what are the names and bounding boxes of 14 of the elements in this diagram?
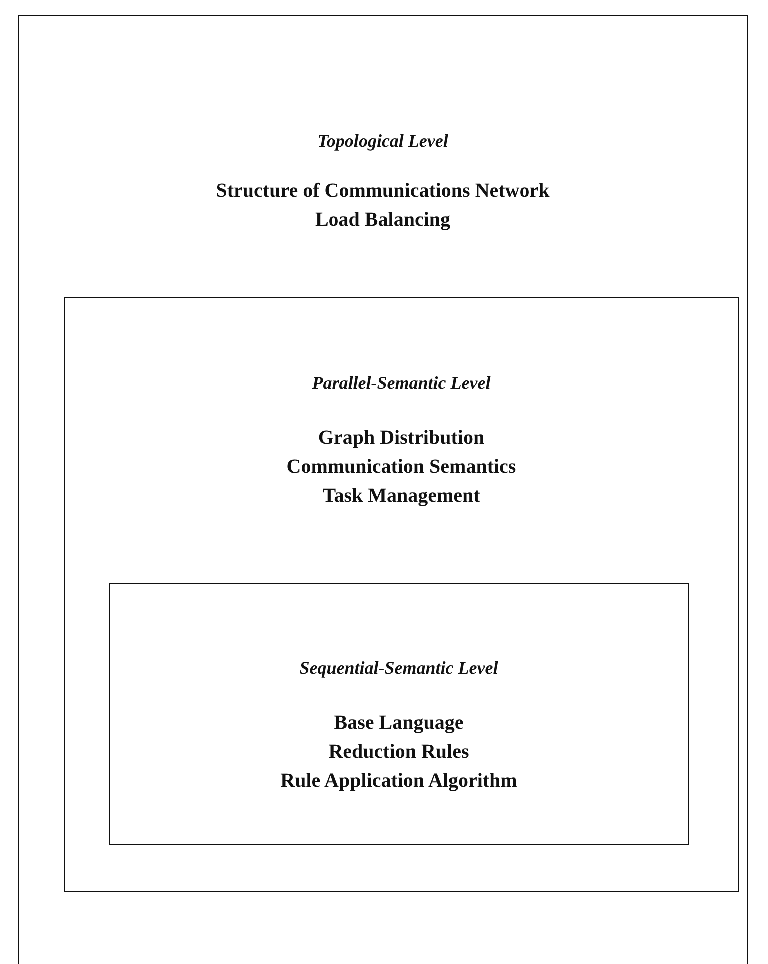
level-box	[18, 15, 748, 964]
level-heading: Sequential-Semantic Level	[300, 659, 498, 677]
level-item: Reduction Rules	[328, 742, 470, 762]
level-item: Load Balancing	[315, 210, 451, 230]
level-item: Task Management	[322, 486, 480, 506]
level-item: Rule Application Algorithm	[280, 771, 518, 791]
level-item: Base Language	[334, 713, 464, 733]
level-item: Structure of Communications Network	[216, 181, 550, 201]
level-item: Graph Distribution	[318, 428, 485, 448]
level-box	[109, 583, 689, 845]
level-heading: Topological Level	[318, 132, 448, 150]
level-heading: Parallel-Semantic Level	[312, 374, 491, 392]
level-item: Communication Semantics	[286, 457, 516, 477]
level-box	[64, 297, 739, 892]
